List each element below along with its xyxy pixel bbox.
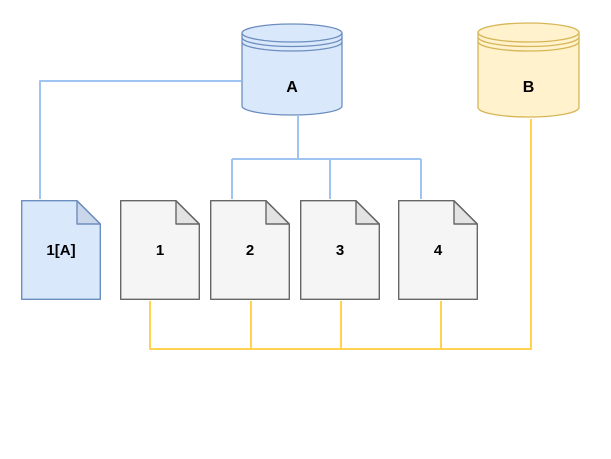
document-1-label: 1	[155, 241, 165, 259]
folded-corner	[453, 200, 478, 225]
document-body	[120, 200, 200, 300]
yellow-connectors	[149, 119, 532, 350]
cylinder-ring	[241, 41, 343, 52]
folded-corner	[175, 200, 200, 225]
connector-a-to-doc1a	[39, 80, 241, 199]
folded-corner	[76, 200, 101, 225]
folded-corner	[265, 200, 290, 225]
document-1a-label: 1[A]	[46, 241, 76, 259]
document-4: 4	[398, 200, 478, 300]
document-2: 2	[210, 200, 290, 300]
document-body	[21, 200, 101, 300]
database-a: A	[241, 23, 343, 116]
cylinder-ring	[477, 32, 580, 43]
document-body	[398, 200, 478, 300]
cylinder-ring	[241, 32, 343, 43]
document-3: 3	[300, 200, 380, 300]
document-2-label: 2	[245, 241, 255, 259]
database-a-label: A	[286, 78, 298, 96]
database-b: B	[477, 22, 580, 118]
cylinder-body	[477, 22, 580, 118]
cylinder-ring	[477, 41, 580, 52]
database-b-label: B	[522, 79, 535, 96]
folded-corner	[355, 200, 380, 225]
document-1a: 1[A]	[21, 200, 101, 300]
document-4-label: 4	[433, 241, 443, 259]
document-3-label: 3	[335, 241, 345, 259]
cylinder-body	[241, 23, 343, 116]
document-1: 1	[120, 200, 200, 300]
cylinder-ring	[241, 37, 343, 48]
document-body	[210, 200, 290, 300]
document-body	[300, 200, 380, 300]
cylinder-ring	[477, 36, 580, 48]
blue-connectors	[39, 80, 422, 199]
